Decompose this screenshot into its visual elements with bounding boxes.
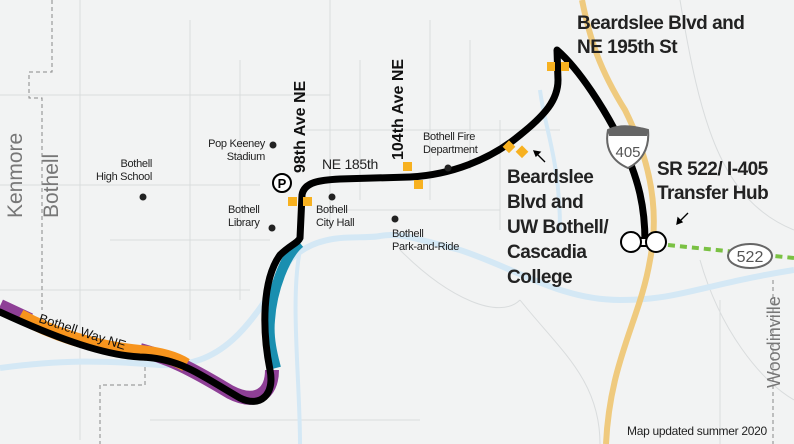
sr522-shield-label: 522 bbox=[737, 249, 764, 266]
i405-shield-icon: 405 bbox=[606, 125, 650, 170]
freeway-i405 bbox=[579, 0, 657, 444]
city-boundary bbox=[28, 0, 774, 444]
stop-marker bbox=[303, 197, 312, 206]
city-label-woodinville: Woodinville bbox=[764, 296, 784, 388]
route-blue bbox=[264, 239, 304, 370]
stop-marker bbox=[515, 145, 529, 159]
parking-icon: P bbox=[272, 173, 292, 193]
main-route bbox=[0, 46, 649, 405]
landmark-dots bbox=[139, 141, 452, 232]
city-label-kenmore: Kenmore bbox=[4, 132, 27, 218]
pointer-arrows bbox=[532, 150, 689, 226]
stop-marker bbox=[561, 62, 569, 71]
i405-shield-label: 405 bbox=[615, 144, 640, 161]
street-label-98th: 98th Ave NE bbox=[292, 80, 309, 173]
svg-text:P: P bbox=[278, 176, 287, 191]
street-label-ne185: NE 185th bbox=[322, 156, 378, 172]
street-label-104th: 104th Ave NE bbox=[390, 58, 407, 160]
transfer-hub-icon bbox=[620, 231, 667, 253]
stop-marker bbox=[414, 180, 423, 189]
river bbox=[0, 231, 794, 371]
city-label-bothell: Bothell bbox=[40, 153, 63, 218]
stop-marker bbox=[403, 162, 412, 171]
river-branch bbox=[293, 89, 562, 444]
stop-marker bbox=[288, 197, 297, 206]
map-updated-note: Map updated summer 2020 bbox=[627, 424, 767, 438]
sr522-shield-icon: 522 bbox=[727, 243, 773, 269]
stop-marker bbox=[547, 62, 555, 71]
